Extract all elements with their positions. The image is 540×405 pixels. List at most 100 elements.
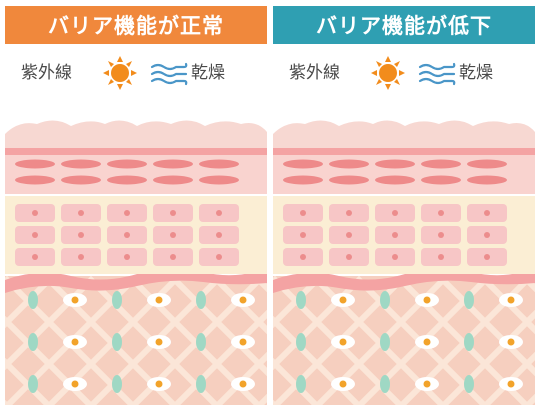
epidermal-cell-nucleus (32, 210, 38, 216)
dermis-layer (273, 276, 535, 405)
corneocyte (467, 159, 507, 169)
fibroblast-node (380, 291, 390, 309)
dermal-cell-nucleus (339, 338, 347, 346)
fibroblast-node (380, 375, 390, 393)
factor-uv-label: 紫外線 (21, 63, 72, 83)
corneocyte (329, 175, 369, 185)
epidermal-cell-nucleus (484, 254, 490, 260)
basement-membrane (273, 268, 535, 293)
panel-title: バリア機能が低下 (316, 14, 492, 38)
epidermal-cell-nucleus (392, 232, 398, 238)
epidermal-cell-nucleus (170, 232, 176, 238)
corneocyte (199, 159, 239, 169)
sun-icon (103, 56, 137, 90)
dermal-cell-nucleus (71, 338, 79, 346)
panel-title-banner: バリア機能が低下 (273, 6, 535, 44)
corneocyte (375, 175, 415, 185)
epidermal-cell-nucleus (170, 254, 176, 260)
corneocyte (421, 175, 461, 185)
epidermal-cell-nucleus (438, 232, 444, 238)
dermal-cell-nucleus (155, 380, 163, 388)
panel-impaired-barrier: バリア機能が低下 紫外線 乾燥 (273, 0, 535, 405)
epidermal-cell-nucleus (346, 210, 352, 216)
epidermal-cell-nucleus (124, 232, 130, 238)
dermis-layer (5, 276, 267, 405)
epidermal-cell-nucleus (300, 254, 306, 260)
dermal-cell-nucleus (423, 296, 431, 304)
fibroblast-node (196, 333, 206, 351)
dermal-cell-nucleus (155, 338, 163, 346)
corneocyte (283, 159, 323, 169)
corneocyte (61, 175, 101, 185)
skin-surface (5, 120, 267, 148)
wind-icon (418, 62, 456, 86)
epidermal-cell-nucleus (300, 232, 306, 238)
corneocyte (199, 175, 239, 185)
dermal-cell-nucleus (155, 296, 163, 304)
skin-surface (273, 120, 535, 148)
dermal-cell-nucleus (71, 380, 79, 388)
panel-title-banner: バリア機能が正常 (5, 6, 267, 44)
epidermal-cell-nucleus (392, 254, 398, 260)
fibroblast-node (196, 291, 206, 309)
factor-dryness-label: 乾燥 (459, 63, 493, 83)
epidermal-cell-nucleus (216, 232, 222, 238)
basement-membrane (5, 268, 267, 293)
fibroblast-node (296, 375, 306, 393)
fibroblast-node (112, 333, 122, 351)
fibroblast-node (112, 291, 122, 309)
corneocyte (15, 159, 55, 169)
fibroblast-node (380, 333, 390, 351)
fibroblast-node (464, 375, 474, 393)
corneocyte (421, 159, 461, 169)
corneocyte (153, 175, 193, 185)
epidermal-cell-nucleus (300, 210, 306, 216)
epidermal-cell-nucleus (32, 254, 38, 260)
fibroblast-node (112, 375, 122, 393)
dermal-cell-nucleus (507, 380, 515, 388)
dermal-cell-nucleus (239, 338, 247, 346)
skin-cross-section (5, 120, 267, 405)
dermal-cell-nucleus (507, 296, 515, 304)
corneocyte (283, 175, 323, 185)
epidermal-cell-nucleus (124, 254, 130, 260)
factor-dryness-label: 乾燥 (191, 63, 225, 83)
epidermal-cell-nucleus (346, 254, 352, 260)
stratum-top-line (273, 146, 535, 155)
epidermal-cell-nucleus (78, 232, 84, 238)
panel-title: バリア機能が正常 (48, 14, 224, 38)
fibroblast-node (28, 291, 38, 309)
corneocyte (329, 159, 369, 169)
epidermal-cell-nucleus (124, 210, 130, 216)
fibroblast-node (196, 375, 206, 393)
fibroblast-node (464, 333, 474, 351)
factor-uv-label: 紫外線 (289, 63, 340, 83)
fibroblast-node (28, 333, 38, 351)
dermal-cell-nucleus (71, 296, 79, 304)
epidermal-cell-nucleus (216, 254, 222, 260)
fibroblast-node (296, 333, 306, 351)
dermal-cell-nucleus (423, 338, 431, 346)
epidermal-cell-nucleus (484, 232, 490, 238)
dermal-cell-nucleus (339, 296, 347, 304)
epidermal-cell-nucleus (484, 210, 490, 216)
corneocyte (467, 175, 507, 185)
epidermal-cell-nucleus (170, 210, 176, 216)
panel-normal-barrier: バリア機能が正常 紫外線 乾燥 (5, 0, 267, 405)
epidermal-cell-nucleus (346, 232, 352, 238)
dermal-cell-nucleus (423, 380, 431, 388)
dermal-cell-nucleus (239, 296, 247, 304)
epidermal-cell-nucleus (78, 210, 84, 216)
epidermal-cell-nucleus (32, 232, 38, 238)
sun-icon (371, 56, 405, 90)
epidermal-cell-nucleus (216, 210, 222, 216)
fibroblast-node (296, 291, 306, 309)
epidermal-cell-nucleus (438, 254, 444, 260)
corneocyte (375, 159, 415, 169)
fibroblast-node (28, 375, 38, 393)
epidermal-cell-nucleus (438, 210, 444, 216)
dermal-cell-nucleus (339, 380, 347, 388)
dermal-cell-nucleus (239, 380, 247, 388)
corneocyte (15, 175, 55, 185)
epidermal-cell-nucleus (78, 254, 84, 260)
